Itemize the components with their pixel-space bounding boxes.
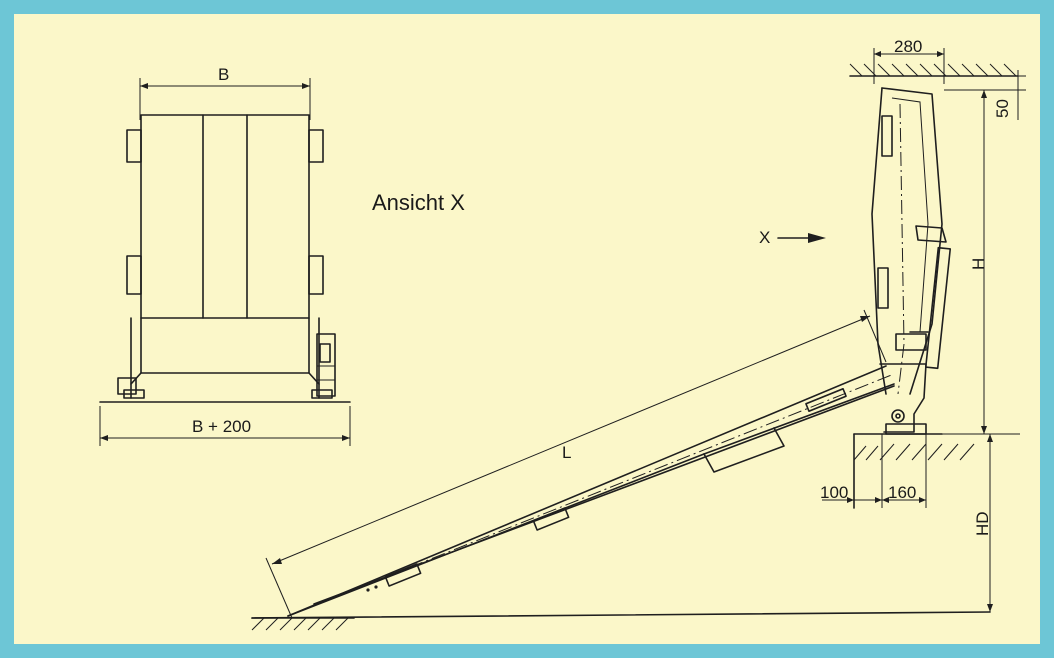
front-view — [99, 78, 351, 446]
dimension-width-plus-label: B + 200 — [192, 417, 252, 436]
side-view — [251, 48, 1026, 631]
dimension-pit-depth-label: HD — [973, 511, 992, 536]
dimension-length-label: L — [562, 443, 572, 462]
dimension-width-label: B — [218, 65, 230, 84]
arrow-x-label: X — [759, 228, 771, 247]
technical-drawing: B Ansicht X B + 200 X L 280 50 H HD 100 … — [14, 14, 1040, 644]
view-title: Ansicht X — [372, 190, 465, 215]
dimension-100-label: 100 — [820, 483, 849, 502]
dimension-160-label: 160 — [888, 483, 917, 502]
dimension-50-label: 50 — [993, 99, 1012, 118]
drawing-canvas — [99, 48, 1026, 631]
dimension-280-label: 280 — [894, 37, 923, 56]
dimension-height-label: H — [969, 257, 988, 270]
